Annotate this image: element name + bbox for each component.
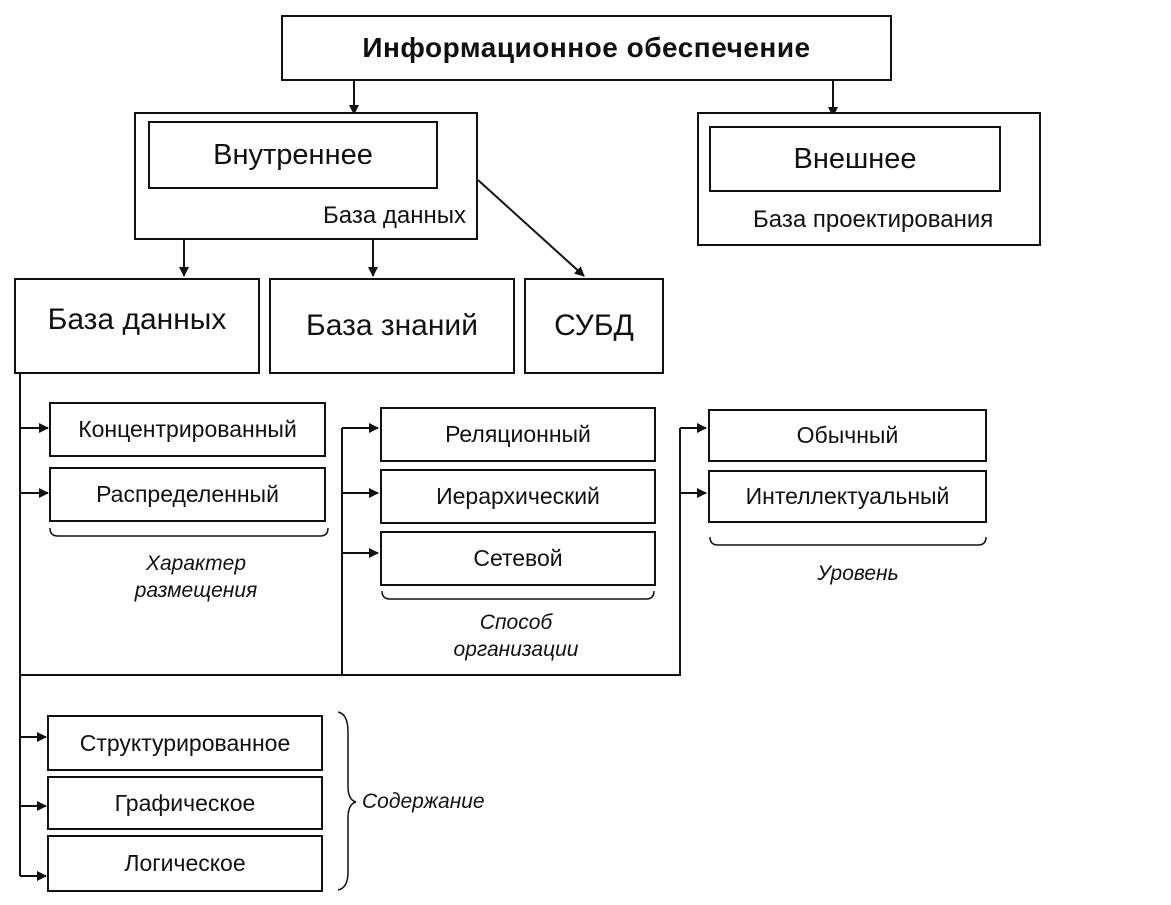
brace-organization bbox=[381, 590, 655, 600]
content-item-graphic: Графическое bbox=[47, 776, 323, 830]
placement-caption: Характер размещения bbox=[96, 550, 296, 604]
placement-item-label: Распределенный bbox=[96, 481, 279, 507]
internal-caption: База данных bbox=[323, 202, 466, 229]
placement-caption-line1: Характер bbox=[145, 552, 247, 575]
organization-item-relational: Реляционный bbox=[380, 407, 656, 462]
level-item-ordinary: Обычный bbox=[708, 409, 987, 462]
content-item-label: Структурированное bbox=[79, 729, 291, 756]
organization-caption-line2: организации bbox=[453, 638, 579, 661]
database-box: База данных bbox=[14, 278, 260, 374]
knowledge-base-label: База знаний bbox=[306, 309, 478, 342]
internal-label: Внутреннее bbox=[213, 138, 373, 171]
external-caption: База проектирования bbox=[753, 206, 994, 233]
content-item-structured: Структурированное bbox=[47, 715, 323, 771]
organization-caption-line1: Способ bbox=[479, 611, 553, 634]
brace-content bbox=[337, 711, 357, 891]
placement-item-distributed: Распределенный bbox=[49, 467, 326, 522]
external-label: Внешнее bbox=[793, 142, 917, 175]
organization-caption: Способ организации bbox=[416, 609, 616, 663]
dbms-label: СУБД bbox=[554, 309, 634, 342]
database-label: База данных bbox=[47, 303, 227, 336]
level-item-intelligent: Интеллектуальный bbox=[708, 470, 987, 523]
placement-item-concentrated: Концентрированный bbox=[49, 402, 326, 457]
level-item-label: Интеллектуальный bbox=[745, 483, 950, 509]
content-caption: Содержание bbox=[362, 790, 485, 813]
organization-item-label: Иерархический bbox=[436, 483, 600, 509]
internal-box: Внутреннее База данных bbox=[134, 112, 478, 240]
placement-caption-line2: размещения bbox=[134, 579, 258, 602]
organization-item-label: Сетевой bbox=[473, 545, 563, 571]
dbms-box: СУБД bbox=[524, 278, 664, 374]
root-box: Информационное обеспечение bbox=[281, 15, 892, 81]
brace-level bbox=[709, 536, 987, 546]
root-label: Информационное обеспечение bbox=[362, 32, 811, 63]
internal-inner-box: Внутреннее bbox=[148, 121, 438, 189]
content-item-logical: Логическое bbox=[47, 835, 323, 892]
placement-item-label: Концентрированный bbox=[78, 416, 297, 442]
external-inner-box: Внешнее bbox=[709, 126, 1001, 192]
brace-placement bbox=[49, 527, 329, 537]
content-item-label: Логическое bbox=[124, 850, 246, 876]
organization-item-hierarchical: Иерархический bbox=[380, 469, 656, 524]
organization-item-network: Сетевой bbox=[380, 531, 656, 586]
level-item-label: Обычный bbox=[796, 422, 899, 448]
organization-item-label: Реляционный bbox=[445, 421, 591, 447]
bus-line bbox=[20, 428, 681, 676]
external-box: Внешнее База проектирования bbox=[697, 112, 1041, 246]
level-caption: Уровень bbox=[817, 562, 899, 585]
knowledge-base-box: База знаний bbox=[269, 278, 515, 374]
arrow-to-dbms bbox=[477, 179, 585, 277]
content-item-label: Графическое bbox=[114, 789, 256, 816]
